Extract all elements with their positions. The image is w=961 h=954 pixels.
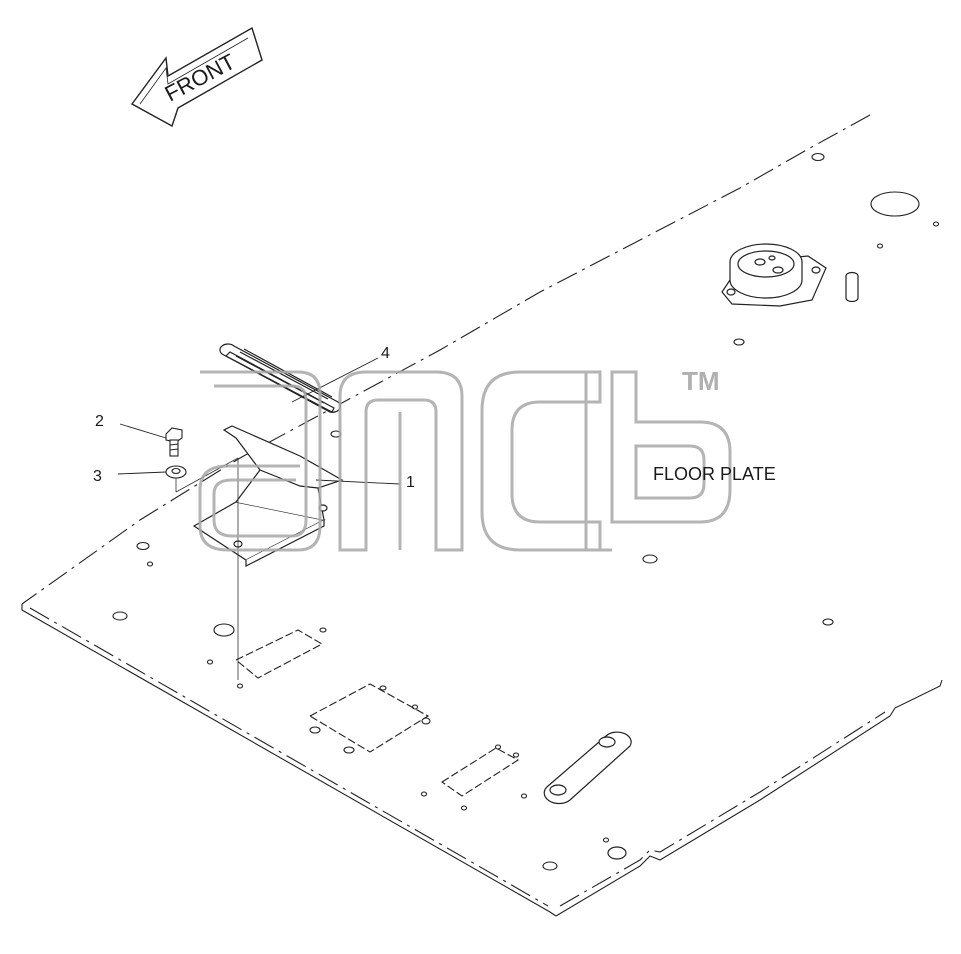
bolt [165, 427, 183, 457]
callout-1: 1 [406, 474, 415, 491]
watermark-logo [198, 370, 732, 552]
plate-cutouts [234, 629, 520, 797]
watermark-tm: TM [682, 366, 720, 396]
part-title: FLOOR PLATE [653, 464, 776, 484]
assembly-lines [175, 457, 239, 680]
front-arrow-icon: FRONT [130, 26, 263, 128]
callout-2: 2 [95, 413, 104, 430]
round-mount [721, 243, 859, 307]
pedal-pad [219, 343, 341, 413]
floor-plate-outline [21, 114, 943, 917]
callout-4: 4 [381, 345, 390, 362]
washer [165, 465, 187, 479]
callout-3: 3 [93, 468, 102, 485]
mounting-holes [112, 152, 940, 871]
link-strap [543, 731, 632, 860]
